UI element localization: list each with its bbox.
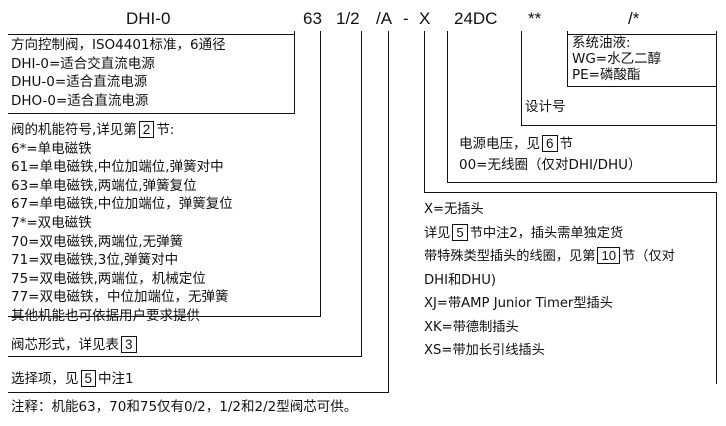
function-section-ref: 2 bbox=[138, 121, 155, 138]
code-spool: 1/2 bbox=[336, 9, 360, 28]
code-fluid: /* bbox=[628, 9, 640, 28]
footnote: 注释：机能63，70和75仅有0/2，1/2和2/2型阀芯可供。 bbox=[11, 399, 358, 415]
valve-type-text: 方向控制阀，ISO4401标准，6通径 DHI-0=适合交直流电源 DHU-0=… bbox=[11, 37, 226, 109]
code-options: /A bbox=[376, 9, 393, 28]
code-function: 63 bbox=[303, 9, 322, 28]
code-dash: - bbox=[403, 9, 409, 28]
options-section-ref: 5 bbox=[80, 370, 97, 387]
code-model: DHI-0 bbox=[126, 9, 171, 28]
plug-note-ref: 5 bbox=[452, 223, 468, 241]
voltage-section-ref: 6 bbox=[542, 135, 558, 152]
code-voltage: 24DC bbox=[454, 9, 498, 28]
fluid-box bbox=[567, 34, 717, 87]
spool-table-ref: 3 bbox=[121, 336, 137, 353]
valve-type-box bbox=[8, 34, 295, 114]
fluid-text: 系统油液: WG=水乙二醇 PE=磷酸酯 bbox=[572, 35, 662, 83]
special-plug-ref: 10 bbox=[597, 247, 621, 264]
design-number: 设计号 bbox=[525, 99, 566, 115]
code-plug: X bbox=[419, 9, 431, 28]
code-design: ** bbox=[528, 9, 542, 28]
